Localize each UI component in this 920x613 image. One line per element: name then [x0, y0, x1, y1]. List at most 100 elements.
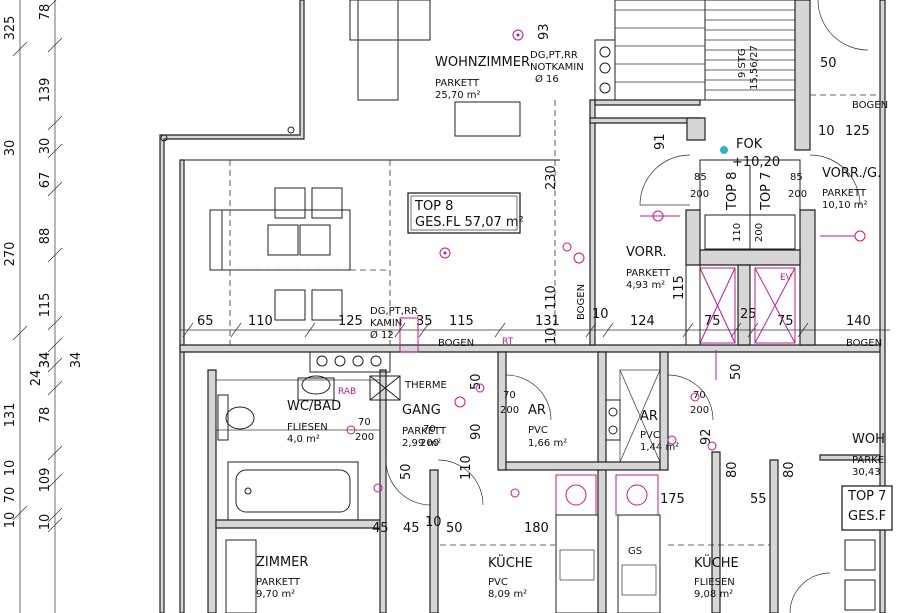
room-floor: FLIESEN — [694, 577, 735, 588]
arch-label: BOGEN — [846, 338, 882, 349]
chimney-label: Ø 16 — [535, 73, 559, 85]
room-floor: PVC — [528, 425, 548, 436]
room-name: GANG — [402, 403, 441, 418]
dim-misc: 110 — [459, 455, 474, 480]
electrical-symbols — [346, 215, 855, 498]
dim-left: 78 — [38, 407, 53, 424]
room-area: 2,99 m² — [402, 438, 441, 449]
room-floor: PVC — [488, 577, 508, 588]
dim-door: 200 — [788, 189, 807, 200]
room-floor: PVC — [640, 430, 660, 441]
arch-label: BOGEN — [852, 100, 888, 111]
arch-label: BOGEN — [438, 338, 474, 349]
ev-label: EV — [780, 273, 793, 283]
room-area: 9,08 m² — [694, 589, 733, 600]
dim-misc: 115 — [672, 275, 687, 300]
dim-top: 25 — [740, 307, 757, 322]
dim-misc: 175 — [660, 492, 685, 507]
dim-left: 325 — [3, 16, 18, 41]
room-area: 9,70 m² — [256, 589, 295, 600]
stair-steps-label: 9 STG — [737, 48, 748, 78]
dim-misc: 125 — [845, 124, 870, 139]
dim-misc: 70 — [423, 424, 436, 435]
left-dimension-chain: 325 78 139 30 30 67 88 270 115 34 24 34 … — [3, 0, 84, 613]
dim-misc: 70 — [693, 390, 706, 401]
room-name: AR — [528, 403, 546, 418]
dim-misc: 50 — [469, 373, 484, 390]
dim-door: 200 — [754, 223, 765, 242]
dim-left: 30 — [3, 140, 18, 157]
dim-left: 88 — [38, 228, 53, 245]
room-name: WC/BAD — [287, 399, 341, 414]
dim-misc: 230 — [544, 165, 559, 190]
dim-misc: 70 — [503, 390, 516, 401]
dim-top: 75 — [777, 314, 794, 329]
dim-misc: 50 — [446, 521, 463, 536]
apartment-title: TOP 7 — [847, 489, 886, 504]
room-area: 30,43 — [852, 467, 881, 478]
room-area: 1,66 m² — [528, 438, 567, 449]
room-area: 4,0 m² — [287, 434, 320, 445]
walls — [159, 0, 886, 613]
dim-door: 85 — [790, 172, 803, 183]
dim-misc: 90 — [469, 423, 484, 440]
kitchens: GS KÜCHE PVC 8,09 m² KÜCHE FLIESEN 9,08 … — [440, 474, 770, 613]
dim-misc: 55 — [750, 492, 767, 507]
dim-top: 10 — [592, 307, 609, 322]
apartment-area: GES.F — [848, 509, 886, 524]
dim-top: 35 — [416, 314, 433, 329]
finished-floor-label: FOK — [736, 137, 763, 152]
room-floor: PARKE — [852, 455, 884, 466]
dim-misc: 10 — [818, 124, 835, 139]
dim-misc: 50 — [820, 56, 837, 71]
dim-door: 110 — [732, 223, 743, 242]
rab-label: RAB — [338, 387, 356, 397]
arch-label: BOGEN — [576, 284, 587, 320]
room-floor: PARKETT — [256, 577, 301, 588]
room-name: WOHNZIMMER — [435, 55, 530, 70]
right-room: WOH PARKE 30,43 TOP 7 GES.F — [789, 432, 893, 613]
hallway: THERME GANG PARKETT 2,99 m² — [369, 375, 484, 506]
misc-dimensions: 93 230 91 50 125 10 110 10 115 50 90 175… — [355, 23, 870, 536]
dim-left: 34 — [38, 352, 53, 369]
dim-door: 200 — [690, 189, 709, 200]
room-floor: PARKETT — [402, 426, 447, 437]
dim-misc: 45 — [372, 521, 389, 536]
dim-left: 70 — [3, 487, 18, 504]
room-name: KÜCHE — [694, 554, 739, 571]
dim-misc: 10 — [425, 515, 442, 530]
dim-top: 125 — [338, 314, 363, 329]
dim-left: 78 — [38, 4, 53, 21]
room-living: WOHNZIMMER PARKETT 25,70 m² DG,PT,RR NOT… — [435, 29, 584, 259]
dim-misc: 10 — [544, 327, 559, 344]
room-name: VORR./G. — [822, 166, 881, 181]
rt-label: RT — [502, 337, 514, 347]
dim-left: 34 — [38, 352, 53, 369]
room-name: WOH — [852, 432, 885, 447]
door-label-top8: TOP 8 — [725, 172, 740, 211]
living-room-furniture — [209, 0, 556, 345]
room-floor: PARKETT — [435, 78, 480, 89]
apartment-area: GES.FL 57,07 m² — [415, 215, 524, 230]
chimney-label: Ø 12 — [370, 329, 394, 341]
room-name: KÜCHE — [488, 554, 533, 571]
top8-box: TOP 8 GES.FL 57,07 m² — [407, 192, 524, 234]
dim-left: 131 — [3, 403, 18, 428]
dim-misc: 70 — [358, 417, 371, 428]
dim-top: 131 — [535, 314, 560, 329]
dim-left: 115 — [38, 293, 53, 318]
room-area: 1,44 m² — [640, 442, 679, 453]
dim-misc: 45 — [403, 521, 420, 536]
door-label-top7: TOP 7 — [759, 172, 774, 211]
bedroom: ZIMMER PARKETT 9,70 m² — [225, 539, 308, 613]
dim-misc: 50 — [399, 463, 414, 480]
chimney-label: NOTKAMIN — [530, 62, 584, 73]
dim-misc: 200 — [500, 405, 519, 416]
top-dimension-chain: 65 110 125 35 115 131 10 124 75 25 75 14… — [180, 307, 890, 338]
stair-ratio-label: 15,56/27 — [749, 45, 760, 90]
room-area: 4,93 m² — [626, 280, 665, 291]
room-name: VORR. — [626, 245, 667, 260]
room-area: 25,70 m² — [435, 90, 481, 101]
dim-misc: 200 — [420, 438, 439, 449]
landing: FOK +10,20 85 200 85 200 110 200 TOP 8 T… — [573, 0, 881, 346]
